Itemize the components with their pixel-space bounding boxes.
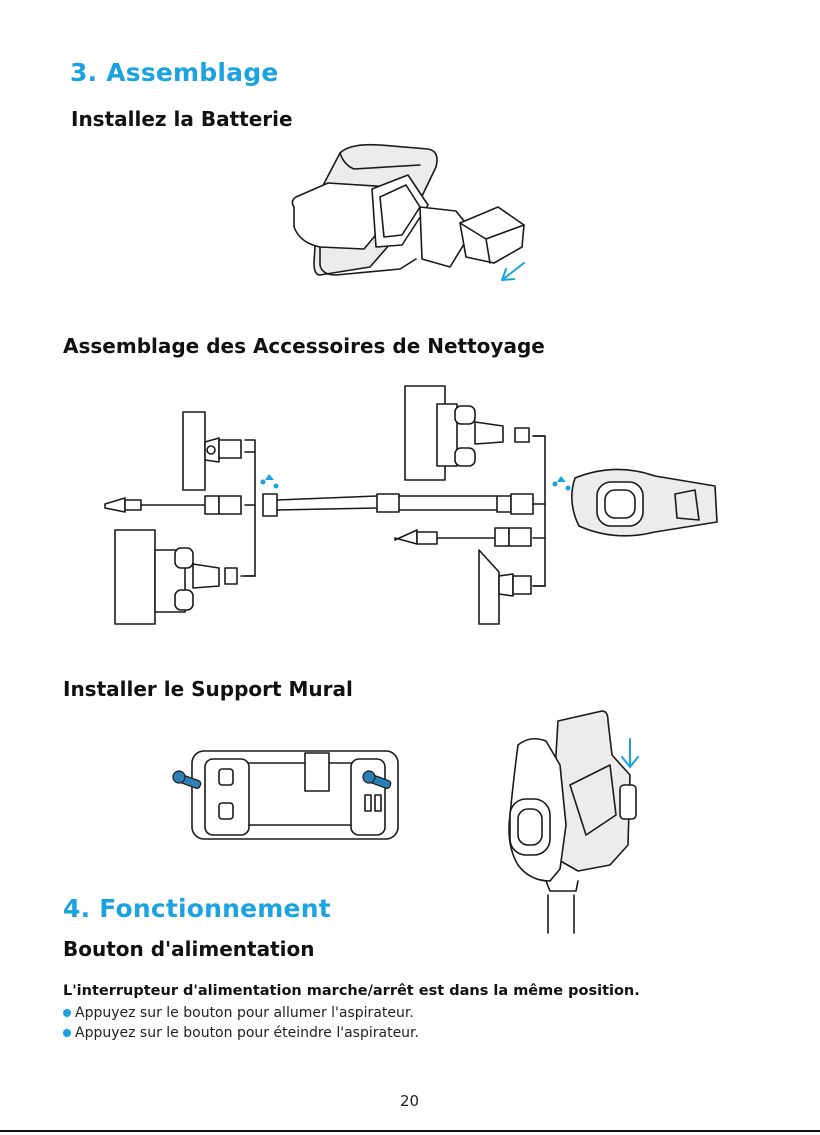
bullet-text: Appuyez sur le bouton pour éteindre l'as… [75,1025,419,1041]
battery-install-illustration [291,143,525,281]
bullet-text: Appuyez sur le bouton pour allumer l'asp… [75,1005,414,1021]
section-title-fonctionnement: 4. Fonctionnement [63,894,331,923]
bottom-divider [0,1130,820,1132]
bullet-dot-icon [63,1009,71,1017]
heading-power-button: Bouton d'alimentation [63,937,315,961]
page-number: 20 [400,1092,420,1110]
screw-icon [172,770,202,789]
connector-mark-left [260,474,279,489]
list-item: Appuyez sur le bouton pour allumer l'asp… [63,1005,414,1021]
accessories-assembly-illustration [104,385,718,625]
heading-accessories-assembly: Assemblage des Accessoires de Nettoyage [63,334,545,358]
screw-icon [362,770,392,789]
vacuum-on-mount-illustration [508,710,639,934]
power-intro-text: L'interrupteur d'alimentation marche/arr… [63,983,640,999]
heading-wall-mount: Installer le Support Mural [63,677,353,701]
section-title-assemblage: 3. Assemblage [70,58,279,87]
wall-mount-illustration [172,750,399,840]
heading-install-battery: Installez la Batterie [71,107,293,131]
list-item: Appuyez sur le bouton pour éteindre l'as… [63,1025,419,1041]
connector-mark-right [552,476,571,491]
bullet-dot-icon [63,1029,71,1037]
